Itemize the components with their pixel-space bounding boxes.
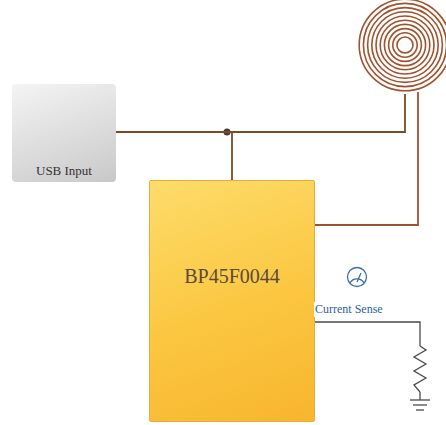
- coil-antenna: [359, 0, 446, 91]
- coil-wire: [304, 92, 418, 225]
- power-wire: [116, 132, 232, 180]
- resistor-symbol: [414, 346, 426, 392]
- node-label: BP45F0044: [150, 265, 314, 288]
- node-label: USB Input: [12, 163, 116, 179]
- coil-wire: [227, 94, 405, 132]
- ground-symbol: [410, 392, 430, 410]
- current-meter-icon: [348, 268, 367, 287]
- annotation-label: Current Sense: [314, 302, 384, 317]
- usb-input-box: USB Input: [12, 84, 116, 182]
- chip-box: BP45F0044: [149, 180, 315, 422]
- sense-wire: [304, 322, 420, 346]
